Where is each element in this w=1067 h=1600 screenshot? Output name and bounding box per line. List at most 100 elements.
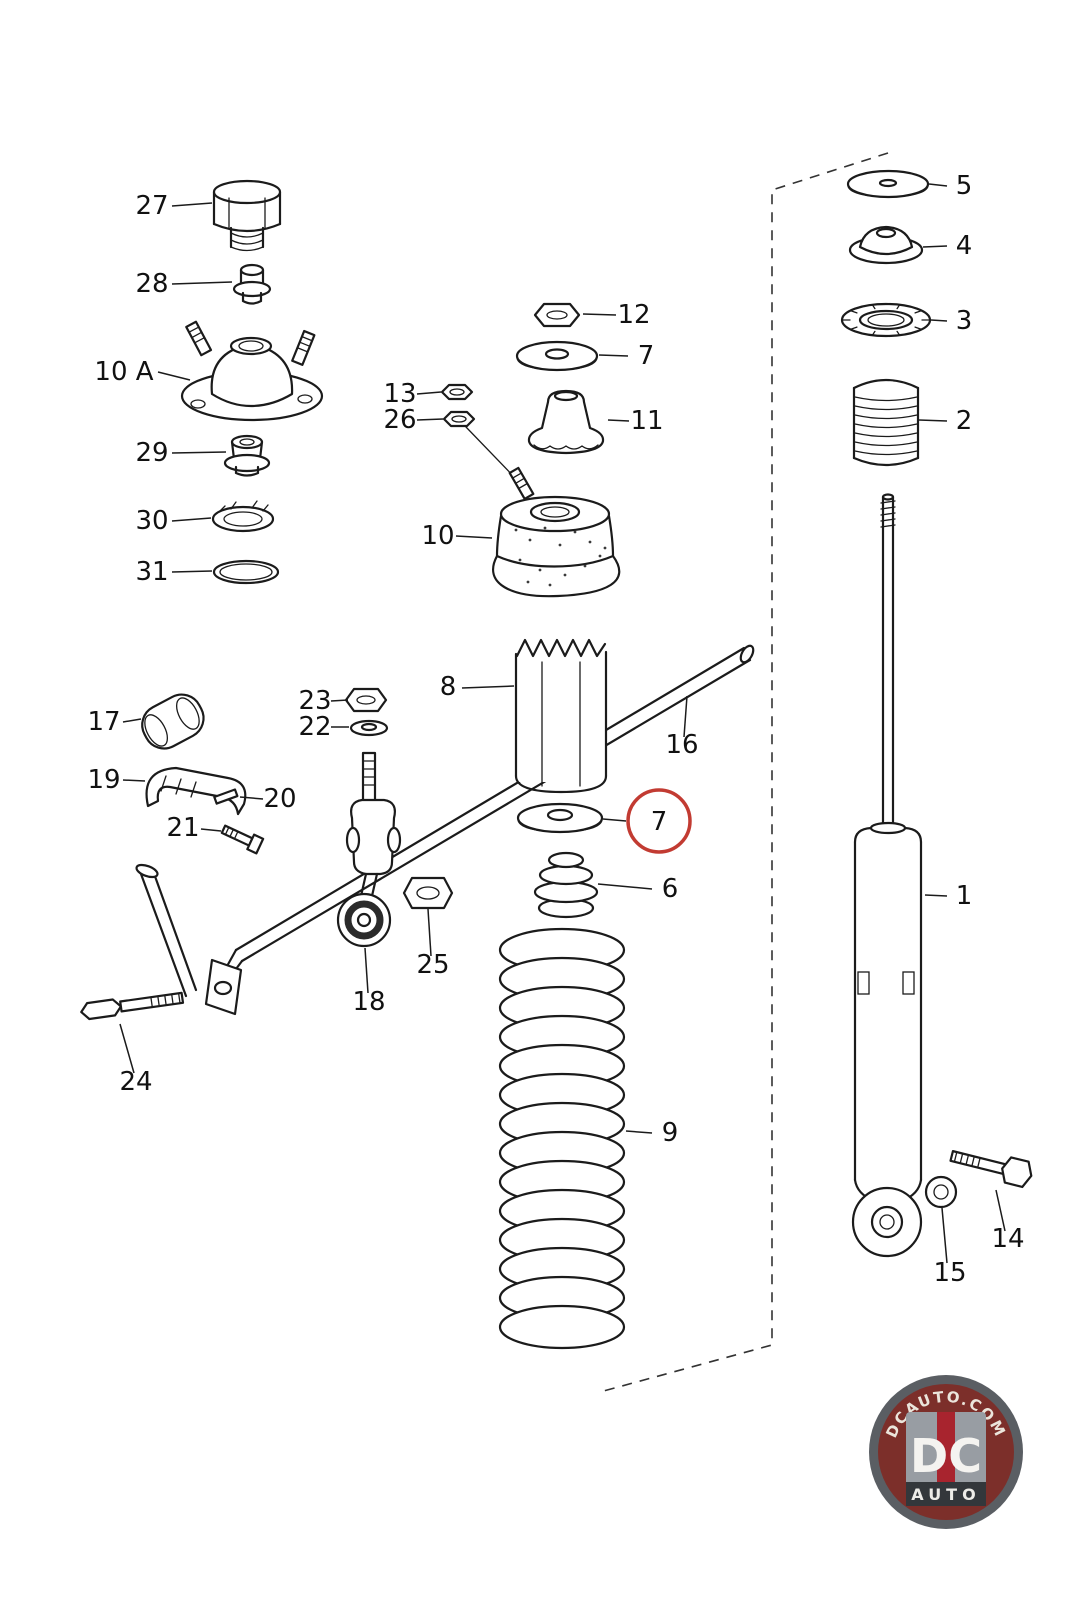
part-label-28: 28 <box>135 269 168 299</box>
part-label-7-circled: 7 <box>651 807 668 837</box>
part-label-19: 19 <box>87 765 120 795</box>
callout-1: 1 <box>924 881 972 911</box>
part-28-bushing <box>232 263 272 305</box>
part-21-bolt <box>220 824 265 855</box>
highlight-circle-part-7 <box>626 788 692 854</box>
part-10a-strut-mount <box>180 320 324 422</box>
part-11-rubber-cap <box>527 389 605 455</box>
part-label-10: 10 <box>421 521 454 551</box>
callout-19: 19 <box>87 765 146 795</box>
callouts: 27 28 10 A 29 30 31 12 7 13 26 11 10 8 1… <box>87 171 1024 1288</box>
callout-5: 5 <box>928 171 973 201</box>
callout-26: 26 <box>383 405 444 435</box>
part-label-16: 16 <box>665 730 698 760</box>
part-31-retaining-ring <box>212 559 280 585</box>
dcauto-logo: DCAUTO.COM DC AUTO <box>869 1375 1023 1529</box>
part-label-11: 11 <box>630 406 663 436</box>
callout-10: 10 <box>421 521 493 551</box>
part-1-shock-absorber <box>851 493 923 1258</box>
part-label-15: 15 <box>933 1258 966 1288</box>
callout-10a: 10 A <box>94 357 191 387</box>
part-label-13: 13 <box>383 379 416 409</box>
callout-2: 2 <box>918 406 973 436</box>
callout-23: 23 <box>298 686 349 716</box>
callout-3: 3 <box>930 306 973 336</box>
callout-27: 27 <box>135 191 213 221</box>
callout-13: 13 <box>383 379 442 409</box>
callout-8: 8 <box>440 672 515 702</box>
callout-16: 16 <box>665 695 699 760</box>
logo-word: AUTO <box>911 1485 980 1504</box>
part-label-9: 9 <box>662 1118 679 1148</box>
part-label-12: 12 <box>617 300 650 330</box>
part-24-bolt <box>80 991 185 1021</box>
callout-9: 9 <box>625 1118 679 1148</box>
stipple-texture <box>514 526 607 587</box>
part-20-pin <box>213 788 239 805</box>
callout-29: 29 <box>135 438 227 468</box>
part-label-8: 8 <box>440 672 457 702</box>
part-label-29: 29 <box>135 438 168 468</box>
callout-25: 25 <box>416 908 450 980</box>
part-label-3: 3 <box>956 306 973 336</box>
callout-17: 17 <box>87 707 142 737</box>
callout-31: 31 <box>135 557 213 587</box>
part-label-22: 22 <box>298 712 331 742</box>
part-label-10a: 10 A <box>94 357 153 387</box>
part-10-support-mount <box>492 466 621 598</box>
assembly-boundary-dashed-line <box>599 152 889 1393</box>
part-label-20: 20 <box>263 784 296 814</box>
part-label-14: 14 <box>991 1224 1024 1254</box>
part-27-cap-nut <box>212 179 282 252</box>
callout-20: 20 <box>239 784 297 814</box>
logo-stripe <box>937 1412 955 1496</box>
callout-4: 4 <box>922 231 973 261</box>
part-30-seal-ring <box>211 500 275 533</box>
callout-7-circled: 7 <box>602 807 668 837</box>
part-18-stabilizer-link <box>336 751 402 948</box>
callout-18: 18 <box>352 947 386 1017</box>
callout-15: 15 <box>933 1207 967 1288</box>
callout-24: 24 <box>119 1023 153 1097</box>
callout-22: 22 <box>298 712 349 742</box>
callout-6: 6 <box>597 874 679 904</box>
part-3-castellated-ring-nut <box>840 302 932 338</box>
callout-21: 21 <box>166 813 222 843</box>
logo-monogram: DC <box>910 1429 982 1483</box>
part-label-21: 21 <box>166 813 199 843</box>
part-label-6: 6 <box>662 874 679 904</box>
part-label-18: 18 <box>352 987 385 1017</box>
part-label-4: 4 <box>956 231 973 261</box>
part-2-threaded-sleeve <box>852 378 920 467</box>
logo-band <box>906 1482 986 1506</box>
part-15-washer <box>924 1175 958 1209</box>
part-9-coil-spring <box>498 927 626 1350</box>
part-7-washer-top <box>515 340 599 372</box>
part-13-nut <box>440 383 474 401</box>
part-label-25: 25 <box>416 950 449 980</box>
part-26-nut <box>442 410 476 428</box>
part-label-5: 5 <box>956 171 973 201</box>
callout-14: 14 <box>991 1189 1025 1254</box>
callout-7-top: 7 <box>598 341 655 371</box>
part-4-dome-mount <box>848 225 924 265</box>
part-19-clamp-bracket <box>145 766 247 816</box>
part-14-bolt <box>949 1150 1033 1189</box>
part-label-31: 31 <box>135 557 168 587</box>
callout-11: 11 <box>607 406 664 436</box>
callout-30: 30 <box>135 506 212 536</box>
part-label-7-top: 7 <box>638 341 655 371</box>
part-7-washer-circled <box>516 802 604 834</box>
part-8-protective-tube <box>514 638 608 794</box>
part-23-nut <box>344 687 388 713</box>
part-25-nut <box>402 876 454 910</box>
callout-28: 28 <box>135 269 233 299</box>
part-16-stabilizer-bar <box>135 644 755 1016</box>
part-label-2: 2 <box>956 406 973 436</box>
part-6-bump-stop <box>533 851 599 919</box>
part-12-hex-nut <box>533 302 581 328</box>
part-22-washer <box>349 719 389 737</box>
part-29-collar-nut <box>223 434 271 477</box>
